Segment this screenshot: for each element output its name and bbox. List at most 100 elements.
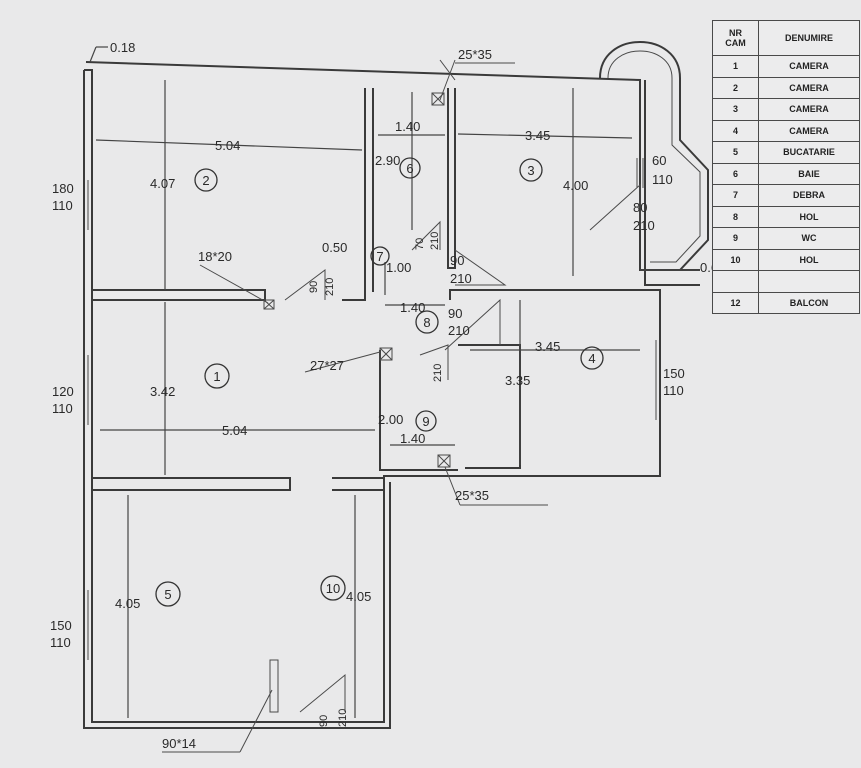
label-door-hall-a: 90	[450, 253, 464, 268]
label-win-r3-b: 110	[652, 172, 673, 187]
label-room2-height: 4.07	[150, 176, 175, 191]
label-door-r3-b: 210	[633, 218, 655, 233]
room-number-10: 10	[326, 581, 340, 596]
label-room3-width: 3.45	[525, 128, 550, 143]
room-marker-3	[519, 158, 543, 182]
label-door-r2-b: 210	[324, 278, 336, 296]
label-win-left-bot-b: 110	[50, 635, 71, 650]
label-win-left-mid-b: 110	[52, 401, 73, 416]
legend-nr: 8	[712, 205, 759, 228]
room-number-4: 4	[588, 351, 595, 366]
label-room6-height: 2.90	[375, 153, 400, 168]
label-door-hall-b: 210	[450, 271, 472, 286]
room-number-3: 3	[527, 163, 534, 178]
label-door-8-b: 210	[448, 323, 470, 338]
label-door-8-a: 90	[448, 306, 462, 321]
legend-header-nr: NR CAM	[712, 20, 759, 56]
legend-nr: 3	[712, 98, 759, 121]
legend-header: NR CAM DENUMIRE	[712, 20, 860, 56]
legend-row	[712, 270, 860, 293]
dimension-lines	[89, 46, 700, 718]
label-room1-width: 5.04	[222, 423, 247, 438]
legend-name: BALCON	[758, 291, 860, 314]
legend-name: CAMERA	[758, 76, 860, 99]
label-room10-height: 4.05	[346, 589, 371, 604]
legend-name: CAMERA	[758, 119, 860, 142]
label-door-r6-a: 70	[414, 238, 426, 250]
label-win-right-mid-a: 150	[663, 366, 685, 381]
legend-name: CAMERA	[758, 98, 860, 121]
label-win-left-top-a: 180	[52, 181, 74, 196]
label-top-left: 0.18	[110, 40, 135, 55]
label-duct-mid: 27*27	[310, 358, 344, 373]
label-room6-width: 1.40	[395, 119, 420, 134]
room-marker-10	[320, 575, 346, 601]
label-room4-width: 3.45	[535, 339, 560, 354]
legend-nr: 7	[712, 184, 759, 207]
label-door-r5-b: 210	[337, 709, 349, 727]
room-number-7: 7	[376, 249, 383, 264]
vertical-labels: 90 210 70 210 210 90 210	[308, 232, 444, 727]
walls	[83, 41, 709, 729]
room-marker-9	[415, 410, 437, 432]
label-room2-width: 5.04	[215, 138, 240, 153]
legend-name: BAIE	[758, 162, 860, 185]
room-number-2: 2	[202, 173, 209, 188]
label-door-r3-a: 80	[633, 200, 647, 215]
room-markers	[155, 157, 604, 607]
room-marker-2	[194, 168, 218, 192]
legend-name: WC	[758, 227, 860, 250]
room-marker-8	[415, 310, 439, 334]
room-number-8: 8	[423, 315, 430, 330]
door-swings	[87, 158, 657, 713]
label-room9-height: 2.00	[378, 412, 403, 427]
label-win-r3-a: 60	[652, 153, 666, 168]
label-room4-height: 3.35	[505, 373, 530, 388]
legend-name: BUCATARIE	[758, 141, 860, 164]
label-door-r5-a: 90	[318, 715, 330, 727]
room-number-6: 6	[406, 161, 413, 176]
legend-name: HOL	[758, 205, 860, 228]
legend-name: CAMERA	[758, 55, 860, 78]
label-room9-width: 1.40	[400, 431, 425, 446]
legend-nr: 5	[712, 141, 759, 164]
room-marker-4	[580, 346, 604, 370]
label-door-r2-a: 90	[308, 281, 320, 293]
room-marker-1	[204, 363, 230, 389]
legend-nr: 4	[712, 119, 759, 142]
room-marker-6	[399, 157, 421, 179]
label-win-left-top-b: 110	[52, 198, 73, 213]
legend-nr: 6	[712, 162, 759, 185]
legend-nr: 12	[712, 291, 759, 314]
label-vent-room2: 18*20	[198, 249, 232, 264]
label-door-r6-b: 210	[429, 232, 441, 250]
label-vent-bottom: 90*14	[162, 736, 196, 751]
label-hall-width: 1.40	[400, 300, 425, 315]
legend-nr: 10	[712, 248, 759, 271]
legend-name: DEBRA	[758, 184, 860, 207]
label-room1-height: 3.42	[150, 384, 175, 399]
room-number-9: 9	[422, 414, 429, 429]
legend-nr: 2	[712, 76, 759, 99]
label-door-r4-a: 210	[432, 364, 444, 382]
label-win-left-mid-a: 120	[52, 384, 74, 399]
label-room3-height: 4.00	[563, 178, 588, 193]
legend-header-name: DENUMIRE	[758, 20, 860, 56]
label-room5-height: 4.05	[115, 596, 140, 611]
legend-nr: 9	[712, 227, 759, 250]
label-100: 1.00	[386, 260, 411, 275]
ducts	[162, 59, 548, 753]
label-050: 0.50	[322, 240, 347, 255]
legend-name	[758, 270, 860, 293]
label-win-left-bot-a: 150	[50, 618, 72, 633]
